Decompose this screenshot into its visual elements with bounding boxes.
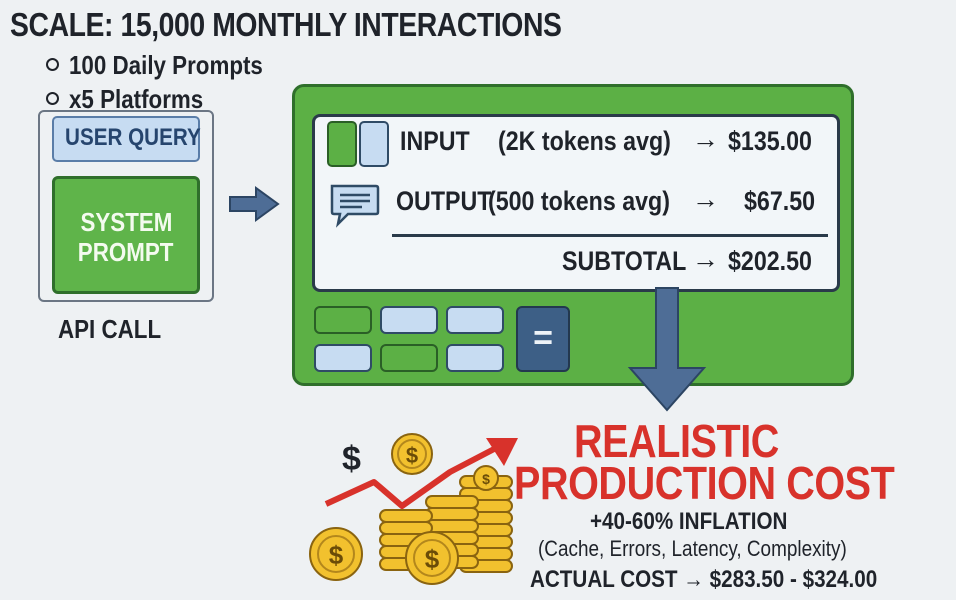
calculator-screen [312, 114, 840, 292]
output-token-detail: (500 tokens avg) [488, 186, 670, 216]
bullet-platforms: x5 Platforms [46, 84, 225, 115]
inflation-factors: (Cache, Errors, Latency, Complexity) [538, 536, 847, 561]
dollar-sign-icon: $ [342, 440, 361, 478]
subtotal-label: SUBTOTAL [562, 246, 687, 276]
keypad-key [314, 344, 372, 372]
input-cost: $135.00 [728, 126, 812, 156]
actual-cost: ACTUAL COST → $283.50 - $324.00 [530, 566, 878, 593]
headline-production-cost: PRODUCTION COST [514, 457, 895, 509]
subtotal-cost: $202.50 [728, 246, 812, 276]
headline-realistic: REALISTIC [574, 415, 779, 467]
svg-text:$: $ [482, 471, 490, 487]
arrow-right-icon: → [692, 244, 719, 274]
output-label: OUTPUT [396, 186, 492, 216]
chat-bubble-icon [330, 184, 380, 228]
system-prompt-block: SYSTEM PROMPT [52, 176, 200, 294]
keypad-key [314, 306, 372, 334]
arrow-right-icon [229, 186, 280, 222]
keypad-key [446, 344, 504, 372]
input-token-detail: (2K tokens avg) [498, 126, 671, 156]
input-label: INPUT [400, 126, 470, 156]
arrow-right-icon: → [692, 184, 719, 214]
svg-text:$: $ [406, 443, 418, 468]
arrow-right-icon: → [692, 124, 719, 154]
keypad-key [380, 306, 438, 334]
equals-key: = [516, 306, 570, 372]
user-query-block: USER QUERY [52, 116, 201, 162]
bullet-daily-prompts: 100 Daily Prompts [46, 50, 294, 81]
page-title: SCALE: 15,000 MONTHLY INTERACTIONS [10, 6, 562, 43]
svg-text:$: $ [329, 540, 344, 570]
bullet-circle-icon [46, 57, 59, 71]
keypad-key [446, 306, 504, 334]
arrow-down-icon [627, 287, 707, 412]
svg-text:$: $ [425, 544, 440, 574]
inflation-note: +40-60% INFLATION [590, 508, 788, 535]
coin-stack-icon: $ $ $ $ $ [309, 433, 518, 585]
bullet-circle-icon [46, 91, 59, 105]
trend-arrow-icon [324, 445, 498, 509]
input-blocks-icon [327, 121, 389, 167]
keypad-key [380, 344, 438, 372]
output-cost: $67.50 [744, 186, 816, 216]
api-call-label: API CALL [58, 314, 162, 344]
subtotal-divider [392, 234, 828, 237]
